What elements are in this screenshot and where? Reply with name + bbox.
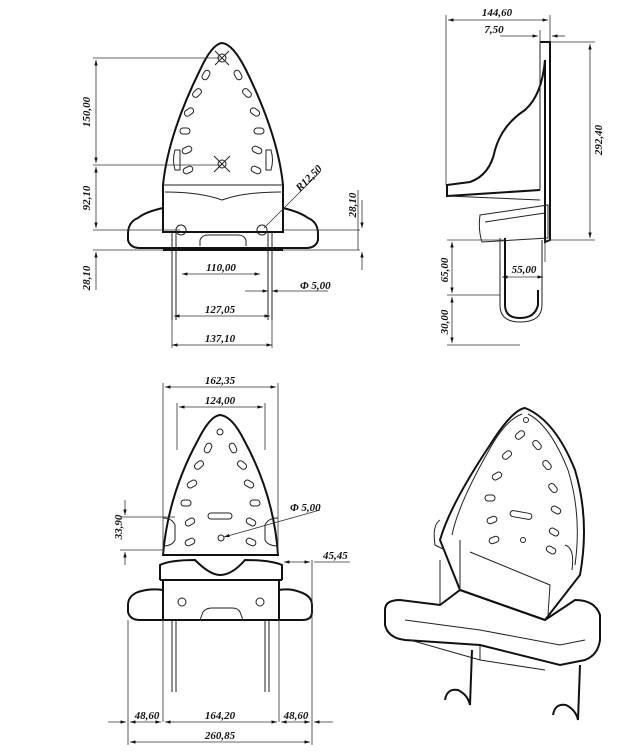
- dim-55: 55,00: [512, 264, 537, 276]
- dim-110: 110,00: [206, 262, 236, 274]
- dim-150: 150,00: [81, 96, 93, 127]
- dim-45: 45,45: [322, 550, 348, 562]
- front-view-top: 150,00 92,10 28,10 28,10 R12,50 110,00 Φ…: [81, 41, 364, 348]
- dim-radius: R12,50: [293, 163, 325, 195]
- dim-30: 30,00: [439, 309, 451, 335]
- dim-137: 137,10: [205, 333, 236, 345]
- dim-260: 260,85: [204, 730, 236, 742]
- dim-7: 7,50: [484, 24, 504, 36]
- dim-162: 162,35: [205, 375, 236, 387]
- dim-124: 124,00: [205, 395, 236, 407]
- front-view-bottom: 162,35 124,00 33,90 Φ 5,00 45,45 48,60 1…: [108, 375, 350, 745]
- dim-65: 65,00: [439, 257, 451, 282]
- side-view: 144,60 7,50 292,40 65,00 30,00 55,00: [439, 7, 605, 346]
- dim-diameter-bottom: Φ 5,00: [290, 502, 321, 514]
- dim-28-left: 28,10: [81, 265, 93, 291]
- dim-28-right: 28,10: [347, 192, 359, 218]
- dim-48-right: 48,60: [283, 710, 309, 722]
- dim-144: 144,60: [482, 7, 513, 19]
- dim-164: 164,20: [205, 710, 236, 722]
- isometric-view: [384, 406, 601, 721]
- dim-48-left: 48,60: [134, 710, 160, 722]
- dim-127: 127,05: [205, 304, 236, 316]
- dim-33: 33,90: [113, 514, 125, 540]
- dim-292: 292,40: [593, 124, 605, 156]
- dim-92: 92,10: [81, 185, 93, 210]
- dim-diameter: Φ 5,00: [300, 280, 331, 292]
